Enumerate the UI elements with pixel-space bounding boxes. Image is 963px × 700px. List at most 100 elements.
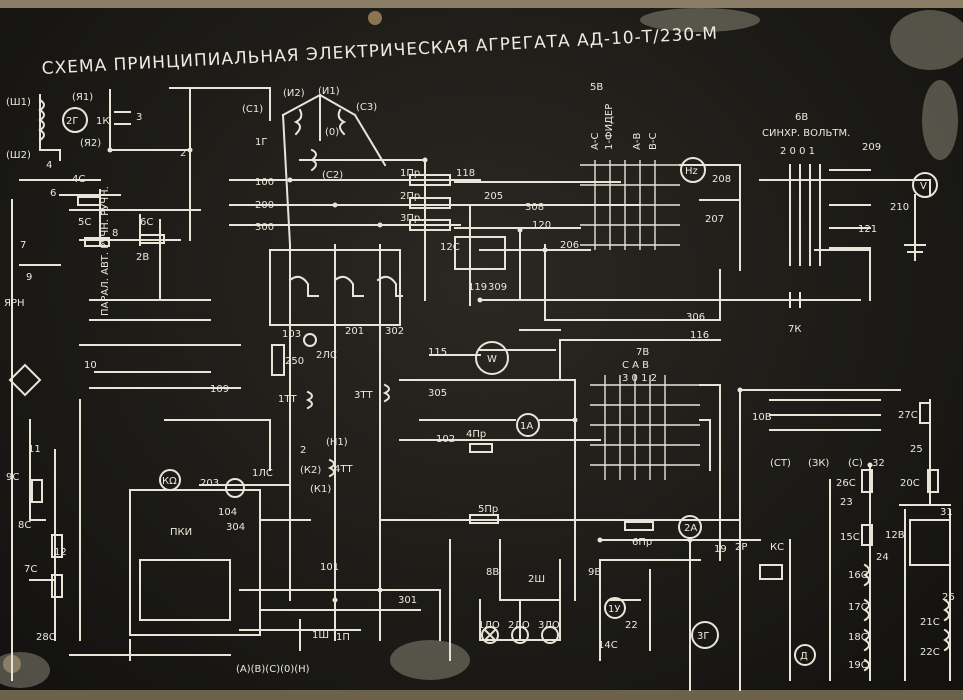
label: 2 <box>300 445 306 456</box>
label: 104 <box>218 507 237 518</box>
label: 1ЛС <box>252 468 273 479</box>
screw-head <box>368 11 382 25</box>
label: 9В <box>588 567 601 578</box>
generator-windings <box>293 108 347 172</box>
label: КС <box>770 542 784 553</box>
label: 3 <box>136 112 142 123</box>
lamp-1lc <box>225 478 245 498</box>
exciter-3g <box>691 621 719 649</box>
label: 302 <box>385 326 404 337</box>
label: 109 <box>210 384 229 395</box>
label: Д <box>800 651 808 662</box>
label: 1А <box>520 421 533 432</box>
label: 8 <box>112 228 118 239</box>
voltmeter <box>912 172 938 198</box>
resistor-26c <box>861 469 873 493</box>
resistor-250 <box>271 344 285 376</box>
label: 7В <box>636 347 649 358</box>
label: (К2) <box>300 465 321 476</box>
label: 210 <box>890 202 909 213</box>
label: 1-ФИДЕР <box>604 104 615 150</box>
label: В-С <box>648 133 659 150</box>
label: (Ш2) <box>6 150 31 161</box>
label: 6В <box>795 112 808 123</box>
label: 2В <box>136 252 149 263</box>
label: 27С <box>898 410 918 421</box>
label: 2Г <box>66 116 78 127</box>
label: 12С <box>440 242 460 253</box>
label: СИНХР. ВОЛЬТМ. <box>762 128 850 139</box>
label: 1ЛО <box>478 620 500 631</box>
label: 1К <box>96 116 109 127</box>
label: (Я2) <box>80 138 101 149</box>
label: 4С <box>72 174 85 185</box>
label: 208 <box>712 174 731 185</box>
label: 200 <box>255 200 274 211</box>
label: 103 <box>282 329 301 340</box>
lamp-1lo <box>483 628 497 642</box>
shunt-coil <box>38 98 45 142</box>
diagram-title: СХЕМА ПРИНЦИПИАЛЬНАЯ ЭЛЕКТРИЧЕСКАЯ АГРЕГ… <box>41 24 718 79</box>
label: (С) <box>848 458 863 469</box>
label: 26 <box>942 592 955 603</box>
label: 2ЛС <box>316 350 337 361</box>
label: 121 <box>858 224 877 235</box>
label: 1У <box>608 604 620 615</box>
label: 2Р <box>735 542 747 553</box>
label: 201 <box>345 326 364 337</box>
label: 10 <box>84 360 97 371</box>
plate-wear <box>0 8 963 688</box>
resistor-4c <box>77 196 101 206</box>
label: 6С <box>140 217 153 228</box>
resistor-8c <box>51 534 63 558</box>
wiring <box>11 87 951 691</box>
label: А-В <box>632 133 643 150</box>
label: 20С <box>900 478 920 489</box>
ohmmeter-ko <box>159 469 181 491</box>
exciter-2g <box>62 107 88 133</box>
lamp-2lc <box>303 333 317 347</box>
label: 206 <box>560 240 579 251</box>
label: (К1) <box>310 484 331 495</box>
label: (Я1) <box>72 92 93 103</box>
ct-3tt <box>382 383 390 403</box>
field-resistors <box>863 563 870 672</box>
label: 6 <box>50 188 56 199</box>
label: 31 <box>940 507 953 518</box>
label: 19С <box>848 660 868 671</box>
label: 2ЛО <box>508 620 530 631</box>
label: 301 <box>398 595 417 606</box>
label: 3Г <box>697 631 709 642</box>
label: 100 <box>255 177 274 188</box>
label: 203 <box>200 478 219 489</box>
label: 19 <box>714 544 727 555</box>
label: 306 <box>686 312 705 323</box>
label: 26С <box>836 478 856 489</box>
label: V <box>920 181 927 192</box>
label: 119 <box>468 282 487 293</box>
label: 5С <box>78 217 91 228</box>
label: 9С <box>6 472 19 483</box>
fuse-4pr <box>469 443 493 453</box>
label: 1Пр <box>400 168 420 179</box>
label: 1П <box>336 632 350 643</box>
label: 7 <box>20 240 26 251</box>
ct-1tt <box>305 390 313 410</box>
label: А-С <box>590 133 601 150</box>
label: 2 <box>180 148 186 159</box>
label: 118 <box>456 168 475 179</box>
label: 16С <box>848 570 868 581</box>
breaker-12c <box>454 236 506 270</box>
ammeter-1a <box>516 413 540 437</box>
resistor-5c <box>84 237 110 247</box>
label: 8С <box>18 520 31 531</box>
label: 23 <box>840 497 853 508</box>
resistor-6c <box>139 234 165 244</box>
junctions <box>107 147 873 603</box>
label: 209 <box>862 142 881 153</box>
switch-12b <box>909 519 951 566</box>
label: (Ш1) <box>6 97 31 108</box>
label: 2 0 0 1 <box>780 146 815 157</box>
label: 304 <box>226 522 245 533</box>
